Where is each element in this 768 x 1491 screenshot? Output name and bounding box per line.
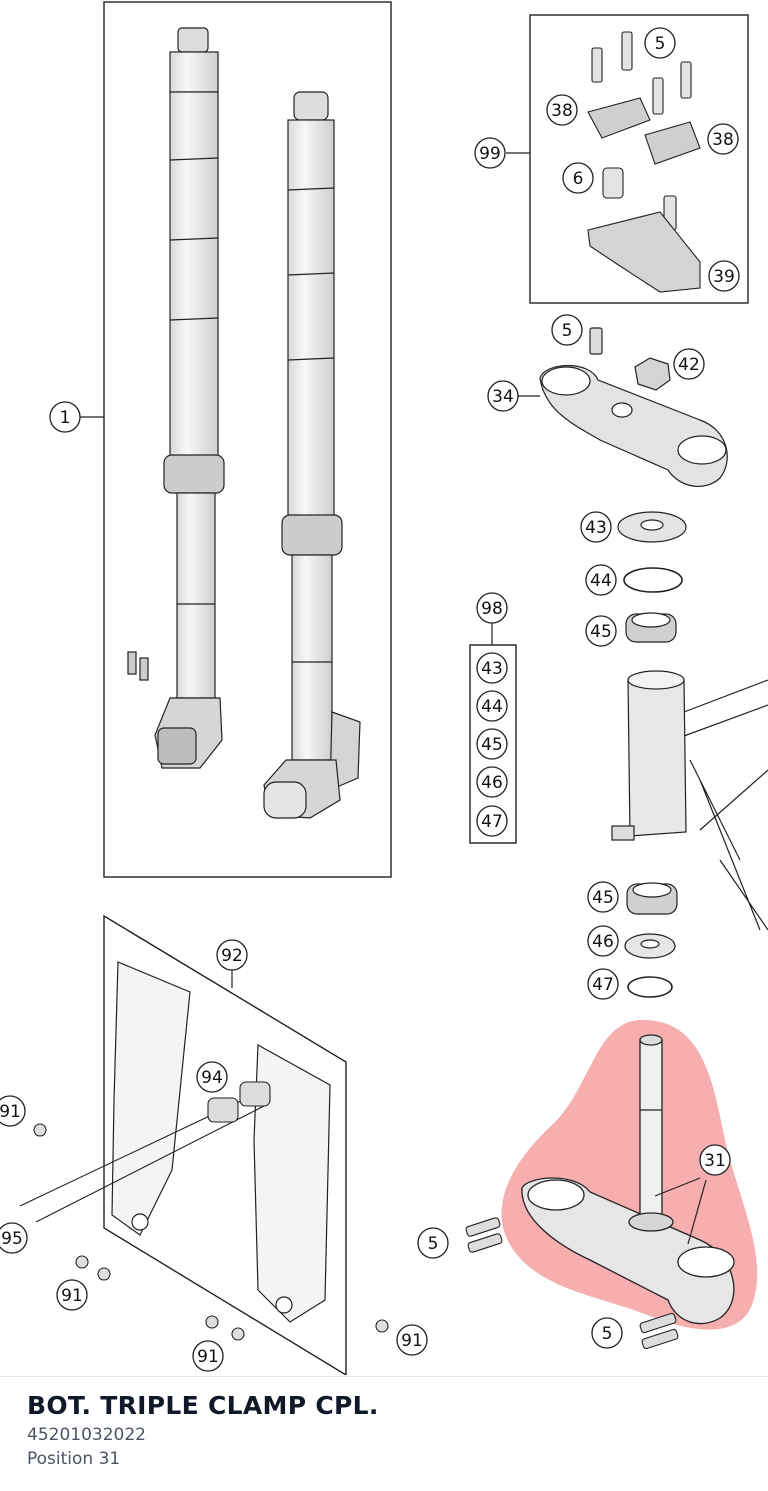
callout-99[interactable]: 99 — [479, 144, 501, 164]
callout-94[interactable]: 94 — [201, 1068, 223, 1088]
callout-98[interactable]: 98 — [481, 599, 503, 619]
guard-mounting-hardware — [19, 1081, 389, 1341]
upper-triple-clamp — [539, 327, 728, 487]
callout-45[interactable]: 45 — [590, 622, 612, 642]
bearing-kit-box — [469, 644, 517, 844]
callout-38[interactable]: 38 — [712, 130, 734, 150]
callout-45[interactable]: 45 — [481, 735, 503, 755]
callout-44[interactable]: 44 — [590, 571, 612, 591]
callout-5[interactable]: 5 — [655, 34, 666, 54]
part-position: Position 31 — [27, 1449, 121, 1469]
callout-45[interactable]: 45 — [592, 888, 614, 908]
fork-guard-panel — [103, 914, 347, 1375]
fork-leg-right — [263, 91, 361, 819]
exploded-parts-diagram: 1 99 5 38 38 6 39 5 42 34 43 44 45 98 43… — [0, 1, 768, 1375]
callout-91[interactable]: 91 — [401, 1331, 423, 1351]
part-title: BOT. TRIPLE CLAMP CPL. — [27, 1391, 379, 1420]
callout-42[interactable]: 42 — [678, 355, 700, 375]
callout-39[interactable]: 39 — [713, 267, 735, 287]
callout-5[interactable]: 5 — [428, 1234, 439, 1254]
callout-91[interactable]: 91 — [61, 1286, 83, 1306]
callout-43[interactable]: 43 — [481, 659, 503, 679]
callout-1[interactable]: 1 — [60, 408, 71, 428]
frame-head-tube — [611, 670, 768, 931]
bottom-triple-clamp[interactable] — [521, 1034, 735, 1325]
callout-91[interactable]: 91 — [197, 1347, 219, 1367]
callout-43[interactable]: 43 — [585, 518, 607, 538]
clamp-bolts — [465, 1217, 679, 1350]
callout-47[interactable]: 47 — [592, 975, 614, 995]
callout-44[interactable]: 44 — [481, 697, 503, 717]
handlebar-clamp-kit-box — [529, 14, 749, 304]
steering-bearing-parts-lower — [624, 882, 678, 998]
callout-47[interactable]: 47 — [481, 812, 503, 832]
fork-leg-left — [127, 27, 225, 769]
part-number: 45201032022 — [27, 1425, 146, 1445]
handlebar-clamp-parts — [587, 31, 701, 293]
callout-6[interactable]: 6 — [573, 169, 584, 189]
callout-92[interactable]: 92 — [221, 946, 243, 966]
callout-5[interactable]: 5 — [602, 1324, 613, 1344]
callout-34[interactable]: 34 — [492, 387, 514, 407]
callout-31[interactable]: 31 — [704, 1151, 726, 1171]
callout-38[interactable]: 38 — [551, 101, 573, 121]
callout-46[interactable]: 46 — [592, 932, 614, 952]
steering-bearing-parts-upper — [617, 511, 687, 643]
part-info-panel: BOT. TRIPLE CLAMP CPL. 45201032022 Posit… — [0, 1376, 768, 1491]
callout-46[interactable]: 46 — [481, 773, 503, 793]
fork-guards — [111, 961, 331, 1323]
callout-95[interactable]: 95 — [1, 1229, 23, 1249]
callout-5[interactable]: 5 — [562, 321, 573, 341]
callout-91[interactable]: 91 — [0, 1102, 21, 1122]
fork-assembly-box — [103, 1, 392, 878]
